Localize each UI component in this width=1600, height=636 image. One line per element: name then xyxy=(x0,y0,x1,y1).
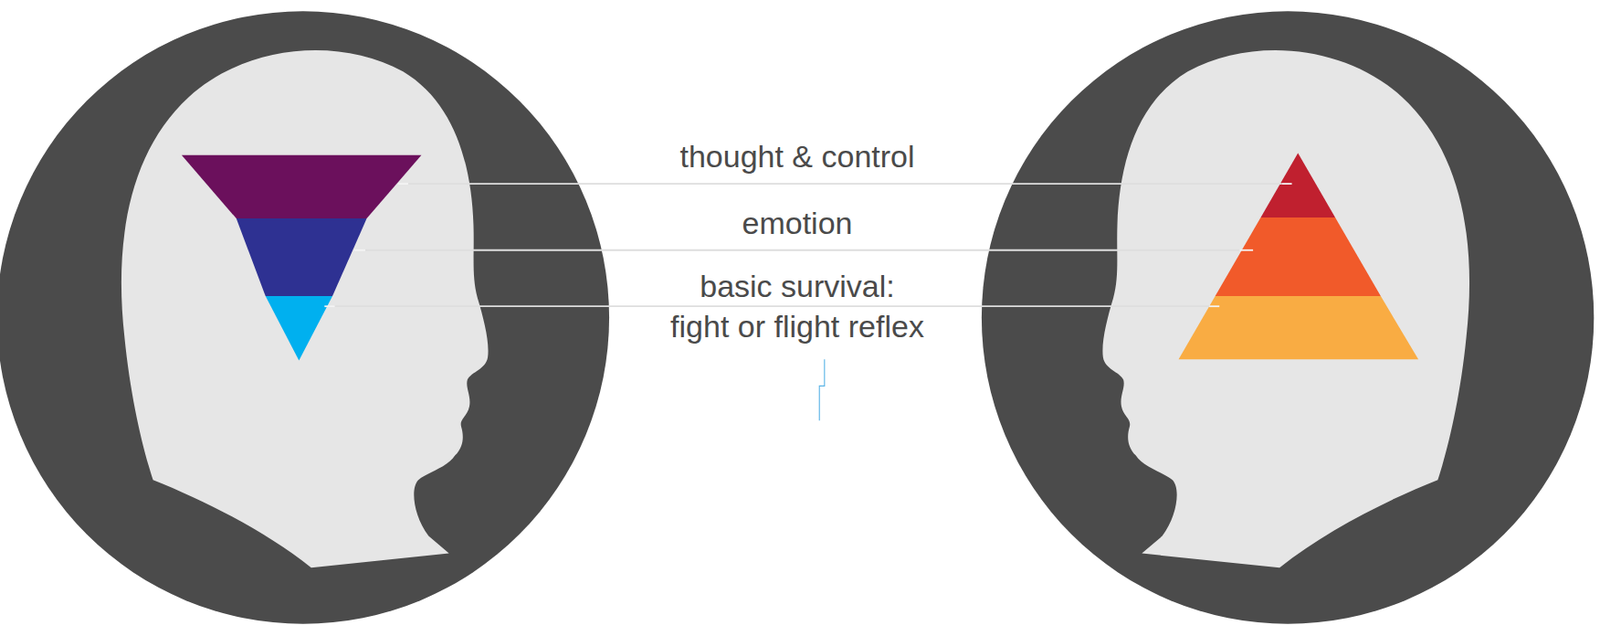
leader-tick xyxy=(398,182,409,185)
emotion-band xyxy=(236,218,368,296)
leader-tick xyxy=(354,249,366,252)
level-label: emotion xyxy=(742,202,853,243)
left-head xyxy=(121,50,489,568)
leader-tick xyxy=(1281,182,1292,185)
right-circle xyxy=(981,10,1594,623)
emotion-band xyxy=(1215,217,1381,296)
level-label: thought & control xyxy=(679,136,915,177)
left-circle xyxy=(0,10,610,623)
leader-line xyxy=(334,305,1210,307)
illustration-group xyxy=(0,10,1594,623)
thought-band xyxy=(1260,153,1336,218)
survival-band xyxy=(265,295,333,360)
thought-band xyxy=(181,155,422,219)
leader-tick xyxy=(324,305,335,307)
stray-stroke xyxy=(819,358,825,421)
right-head xyxy=(1102,50,1470,568)
leader-line xyxy=(365,249,1241,252)
survival-band xyxy=(1178,295,1420,359)
level-label: basic survival: fight or flight reflex xyxy=(669,265,926,347)
leader-line xyxy=(408,182,1282,185)
leader-tick xyxy=(1209,305,1220,307)
leader-tick xyxy=(1240,249,1254,252)
